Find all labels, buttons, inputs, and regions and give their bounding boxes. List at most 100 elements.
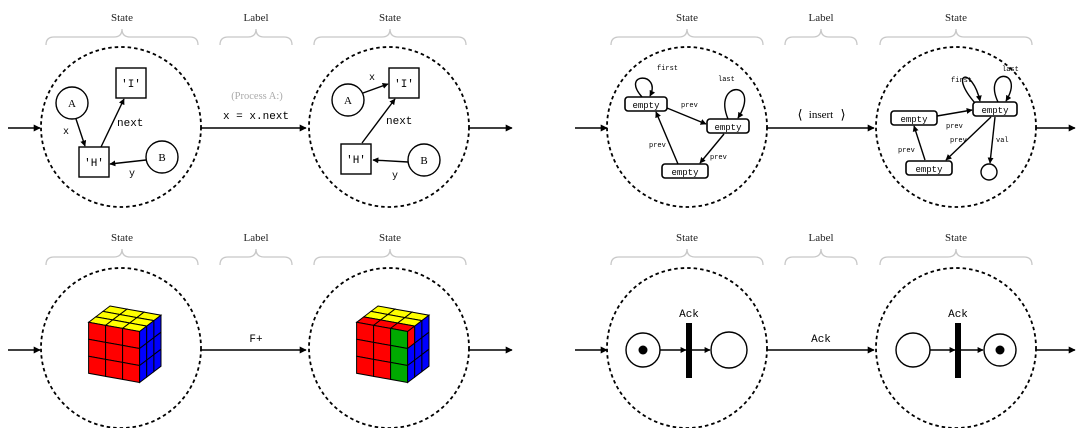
label-brace xyxy=(219,248,293,266)
token xyxy=(995,345,1005,355)
edge-label-y: y xyxy=(392,171,398,182)
svg-text:empty: empty xyxy=(714,123,742,133)
state-circle xyxy=(40,267,202,428)
state-circle xyxy=(606,46,768,208)
cube-sticker xyxy=(373,358,392,380)
svg-text:empty: empty xyxy=(900,115,928,125)
label-brace xyxy=(219,28,293,46)
svg-text:prev: prev xyxy=(681,102,698,110)
state-circle xyxy=(308,46,470,208)
list-node xyxy=(905,160,953,176)
cube-sticker xyxy=(122,361,141,384)
edge-label-y: y xyxy=(129,169,135,180)
svg-text:empty: empty xyxy=(915,165,943,175)
list-node xyxy=(890,110,938,126)
angle-right: ⟩ xyxy=(840,107,845,122)
svg-text:val: val xyxy=(996,137,1009,145)
svg-text:'I': 'I' xyxy=(121,79,141,91)
state-brace xyxy=(313,248,467,266)
panel-petri-net: State Label State Ack Ack Ack xyxy=(575,232,1076,428)
state-circle xyxy=(308,267,470,428)
label-header: Label xyxy=(808,12,833,24)
svg-text:prev: prev xyxy=(710,154,727,162)
label-header: Label xyxy=(808,232,833,244)
state-brace xyxy=(610,28,764,46)
svg-text:prev: prev xyxy=(649,142,666,150)
edge-label-next: next xyxy=(386,116,412,128)
angle-left: ⟨ xyxy=(797,107,802,122)
label-header: Label xyxy=(243,12,268,24)
place-empty xyxy=(895,332,931,368)
state-brace xyxy=(610,248,764,266)
transition-name: Ack xyxy=(948,309,968,321)
label-comment: (Process A:) xyxy=(231,91,283,102)
cube-sticker xyxy=(153,348,162,373)
svg-text:last: last xyxy=(718,76,735,84)
place-empty xyxy=(710,331,748,369)
svg-text:empty: empty xyxy=(632,101,660,111)
state-header: State xyxy=(379,12,401,24)
list-node xyxy=(624,96,668,112)
panel-rubiks-cube: State Label State F+ xyxy=(8,232,513,428)
state-header: State xyxy=(111,232,133,244)
label-brace xyxy=(784,248,858,266)
node-b xyxy=(407,143,441,177)
cube-sticker xyxy=(88,355,107,377)
edge-label-x: x xyxy=(63,127,69,138)
last-loop xyxy=(724,88,746,120)
transition-bar xyxy=(955,323,961,378)
svg-text:A: A xyxy=(68,98,76,110)
svg-text:prev: prev xyxy=(950,137,967,145)
first-loop xyxy=(634,77,656,98)
edge-label-x: x xyxy=(369,73,375,84)
panel-list-insert: State Label State ⟨ insert ⟩ empty empty… xyxy=(575,12,1076,208)
value-node xyxy=(980,163,998,181)
state-brace xyxy=(879,248,1033,266)
state-brace xyxy=(45,28,199,46)
next-edge xyxy=(361,98,396,144)
svg-text:empty: empty xyxy=(981,106,1009,116)
x-edge xyxy=(75,118,87,147)
svg-text:B: B xyxy=(158,152,165,164)
box-i xyxy=(115,67,147,99)
x-edge xyxy=(362,83,389,94)
panel-pointer-update: State Label State (Process A:) x = x.nex… xyxy=(8,12,513,208)
svg-text:'H': 'H' xyxy=(346,155,366,167)
svg-text:prev: prev xyxy=(946,123,963,131)
state-header: State xyxy=(945,232,967,244)
label-ack: Ack xyxy=(811,334,831,346)
state-header: State xyxy=(111,12,133,24)
prev-edge xyxy=(666,107,707,125)
val-edge xyxy=(987,116,996,164)
state-header: State xyxy=(676,232,698,244)
cube-sticker xyxy=(421,348,430,373)
prev-edge xyxy=(655,111,679,165)
node-a xyxy=(331,83,365,117)
cube-turned xyxy=(355,305,431,384)
box-i xyxy=(388,67,420,99)
svg-text:empty: empty xyxy=(671,168,699,178)
state-header: State xyxy=(379,232,401,244)
cube-sticker xyxy=(390,361,409,384)
label-move: F+ xyxy=(249,334,262,346)
node-b xyxy=(145,140,179,174)
transition-bar xyxy=(686,323,692,378)
state-brace xyxy=(45,248,199,266)
svg-text:B: B xyxy=(420,155,427,167)
svg-text:A: A xyxy=(344,95,352,107)
prev-edge xyxy=(945,116,992,161)
token xyxy=(638,345,648,355)
box-h xyxy=(340,143,372,175)
svg-text:prev: prev xyxy=(898,147,915,155)
cube-solved xyxy=(87,305,163,384)
prev-edge xyxy=(936,107,973,117)
y-edge xyxy=(109,159,147,167)
transition-name: Ack xyxy=(679,309,699,321)
node-a xyxy=(55,86,89,120)
label-brace xyxy=(784,28,858,46)
box-h xyxy=(78,146,110,178)
state-brace xyxy=(313,28,467,46)
label-insert: insert xyxy=(809,109,833,121)
state-circle xyxy=(40,46,202,208)
